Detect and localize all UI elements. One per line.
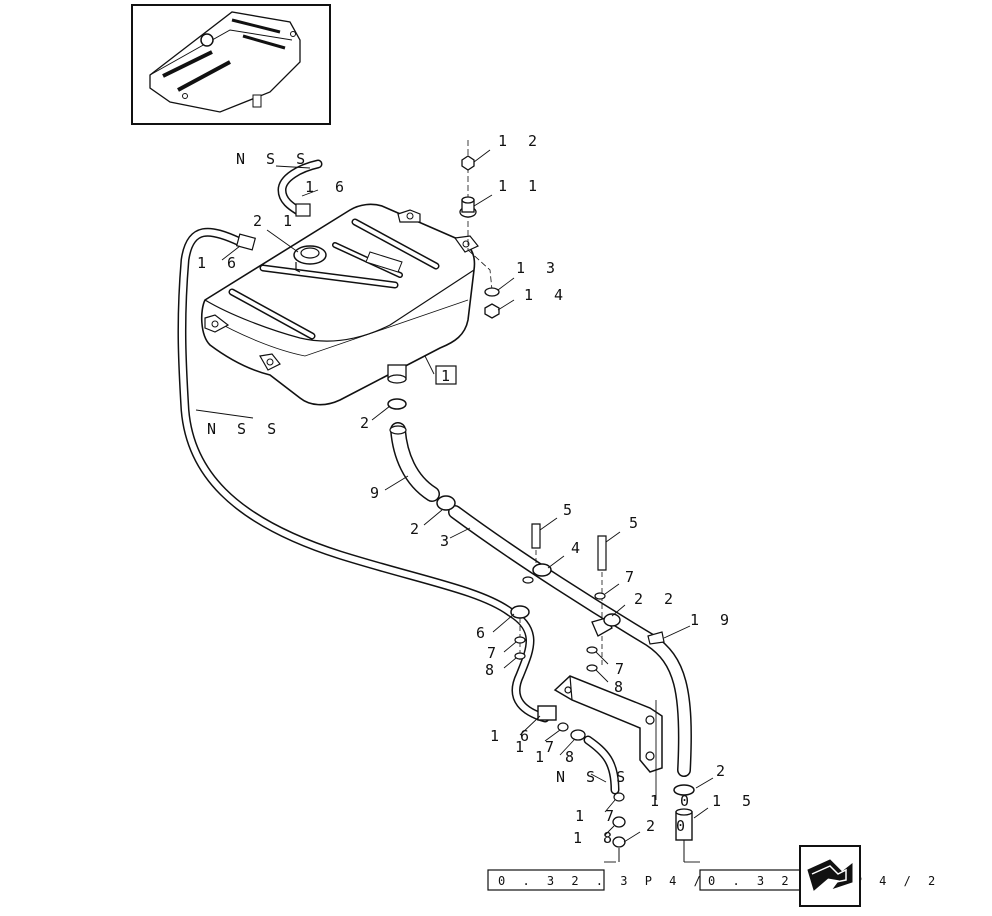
- callout-20: 2 0: [646, 817, 691, 835]
- nss-label-left: N S S: [207, 420, 282, 438]
- callout-11: 1 1: [498, 177, 543, 195]
- nss-label-bottom: N S S: [556, 768, 631, 786]
- callout-8-mid: 8: [614, 678, 629, 696]
- callout-5-left: 5: [563, 501, 578, 519]
- callout-2-upper: 2: [360, 414, 375, 432]
- callout-7-right: 7: [625, 568, 640, 586]
- leader-lines: [195, 149, 714, 863]
- nss-labels: N S S N S S N S S: [207, 150, 631, 786]
- callout-19: 1 9: [690, 611, 735, 629]
- callout-18-upper: 1 8: [535, 748, 580, 766]
- callout-6: 6: [476, 624, 491, 642]
- fuel-tank: [200, 203, 479, 406]
- callout-17-upper: 1 7: [515, 738, 560, 756]
- callout-13: 1 3: [516, 259, 561, 277]
- callout-2-lower: 2: [716, 762, 731, 780]
- callout-10: 1 0: [650, 792, 695, 810]
- callout-1: 1: [441, 367, 456, 385]
- callout-8-left: 8: [485, 661, 500, 679]
- callout-21: 2 1: [253, 212, 298, 230]
- callout-16-left: 1 6: [197, 254, 242, 272]
- tank-mount-hardware: [459, 140, 500, 319]
- callout-16-top: 1 6: [305, 178, 350, 196]
- callout-14: 1 4: [524, 286, 569, 304]
- callout-7-left: 7: [487, 644, 502, 662]
- callout-9: 9: [370, 484, 385, 502]
- feed-hose: [387, 398, 695, 862]
- item-number-labels: 1 2 1 1 1 3 1 4 1 6 2 1 1 6 2 9 2 3 5 4 …: [197, 132, 757, 847]
- callout-2-mid: 2: [410, 520, 425, 538]
- callout-3: 3: [440, 532, 455, 550]
- callout-12: 1 2: [498, 132, 543, 150]
- next-page-arrow-icon[interactable]: [799, 845, 861, 907]
- callout-18-lower: 1 8: [573, 829, 618, 847]
- top-vent-hose: [277, 159, 323, 217]
- callout-7-mid: 7: [615, 660, 630, 678]
- callout-15: 1 5: [712, 792, 757, 810]
- return-hose: [177, 227, 550, 723]
- callout-1-box: [435, 365, 457, 385]
- callout-17-lower: 1 7: [575, 807, 620, 825]
- callout-4: 4: [571, 539, 586, 557]
- thumbnail-inset: [131, 4, 331, 125]
- callout-5-right: 5: [629, 514, 644, 532]
- nss-label-top: N S S: [236, 150, 311, 168]
- callout-22: 2 2: [634, 590, 679, 608]
- callout-16-bottom: 1 6: [490, 727, 535, 745]
